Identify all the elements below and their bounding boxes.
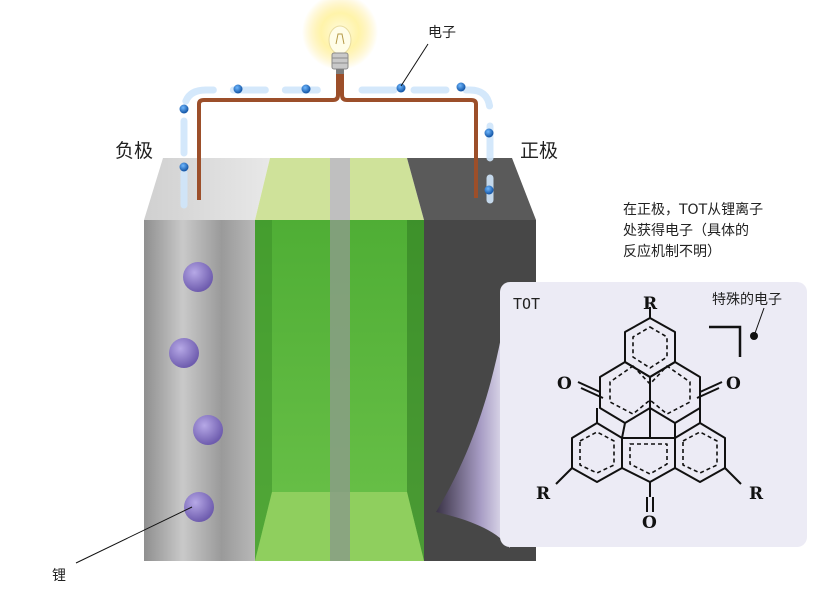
- annotation-line-2: 处获得电子（具体的: [623, 223, 749, 239]
- oxygen-right: O: [726, 374, 741, 394]
- lithium-ion: [184, 492, 214, 522]
- electron: [484, 185, 494, 195]
- oxygen-bottom: O: [642, 513, 657, 533]
- annotation-line-3: 反应机制不明）: [623, 244, 721, 260]
- separator-top: [330, 158, 350, 220]
- electrolyte-right-inner: [407, 220, 424, 561]
- electron-leader-line: [400, 43, 429, 87]
- annotation-line-1: 在正极，TOT从锂离子: [623, 202, 764, 218]
- lithium-leader-line: [75, 506, 193, 564]
- electron: [233, 84, 243, 94]
- light-bulb-icon: [302, 0, 378, 74]
- substituent-r-left: R: [536, 484, 551, 504]
- circuit-wire: [197, 74, 478, 200]
- oxygen-left: O: [557, 374, 572, 394]
- tot-molecule: [555, 307, 742, 512]
- electron: [301, 84, 311, 94]
- lithium-ions: [169, 262, 223, 522]
- electron: [484, 128, 494, 138]
- tot-inset-panel: [436, 282, 807, 548]
- electrolyte-left-inner: [255, 220, 272, 561]
- lithium-ion: [183, 262, 213, 292]
- electron: [456, 82, 466, 92]
- electron-label: 电子: [428, 25, 456, 41]
- electron: [179, 162, 189, 172]
- anode-top-face: [144, 158, 270, 220]
- anode-label: 负极: [115, 140, 154, 162]
- cathode-label: 正极: [520, 140, 559, 162]
- separator: [330, 220, 350, 561]
- special-electron-label: 特殊的电子: [712, 292, 782, 308]
- electron: [396, 83, 406, 93]
- substituent-r-right: R: [749, 484, 764, 504]
- electron-flow: [179, 82, 494, 209]
- cathode-top-face: [407, 158, 536, 220]
- tot-label: TOT: [513, 295, 541, 313]
- substituent-r-top: R: [643, 294, 658, 314]
- annotation-text: 在正极，TOT从锂离子 处获得电子（具体的 反应机制不明）: [623, 200, 823, 263]
- lithium-ion: [169, 338, 199, 368]
- electron: [179, 104, 189, 114]
- special-electron-marker: [709, 307, 765, 357]
- lithium-ion: [193, 415, 223, 445]
- lithium-label: 锂: [52, 568, 66, 584]
- page-curl: [436, 282, 510, 548]
